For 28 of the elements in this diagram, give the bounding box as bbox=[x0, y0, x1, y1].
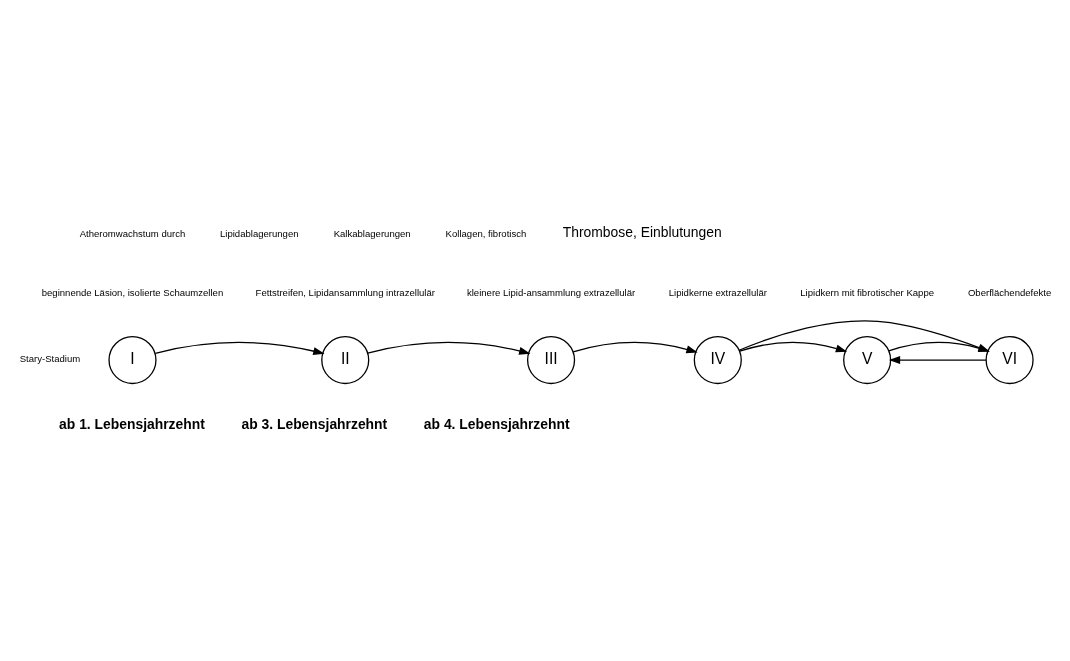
arrow bbox=[738, 320, 990, 352]
node-circle: II bbox=[321, 335, 370, 385]
node-circle: III bbox=[526, 335, 576, 385]
label: Stary-Stadium bbox=[19, 353, 81, 365]
label: Oberflächendefekte bbox=[967, 286, 1052, 298]
label: Thrombose, Einblutungen bbox=[562, 224, 722, 241]
label: Atheromwachstum durch bbox=[79, 227, 186, 239]
arrow bbox=[367, 341, 531, 355]
arrow bbox=[888, 356, 987, 364]
label: Lipidkern mit fibrotischer Kappe bbox=[800, 286, 935, 298]
label: Lipidablagerungen bbox=[219, 227, 299, 239]
node-circle: VI bbox=[985, 335, 1034, 385]
node-circle: IV bbox=[693, 335, 742, 385]
label: Kalkablagerungen bbox=[333, 227, 411, 239]
label: Fettstreifen, Lipidansammlung intrazellulär bbox=[255, 286, 435, 298]
node-circle: I bbox=[108, 335, 157, 385]
label: beginnende Läsion, isolierte Schaumzellen bbox=[41, 286, 224, 298]
label: Lipidkerne extrazellulär bbox=[668, 286, 767, 298]
node-circle: V bbox=[843, 335, 892, 385]
label: kleinere Lipid-ansammlung extrazellulär bbox=[466, 286, 636, 298]
label: ab 3. Lebensjahrzehnt bbox=[241, 416, 388, 433]
arrow bbox=[154, 341, 325, 355]
arrow bbox=[888, 341, 990, 352]
arrow bbox=[739, 341, 848, 353]
label: ab 4. Lebensjahrzehnt bbox=[423, 416, 570, 433]
arrow bbox=[572, 341, 698, 354]
label: ab 1. Lebensjahrzehnt bbox=[59, 416, 205, 433]
label: Kollagen, fibrotisch bbox=[445, 227, 527, 239]
